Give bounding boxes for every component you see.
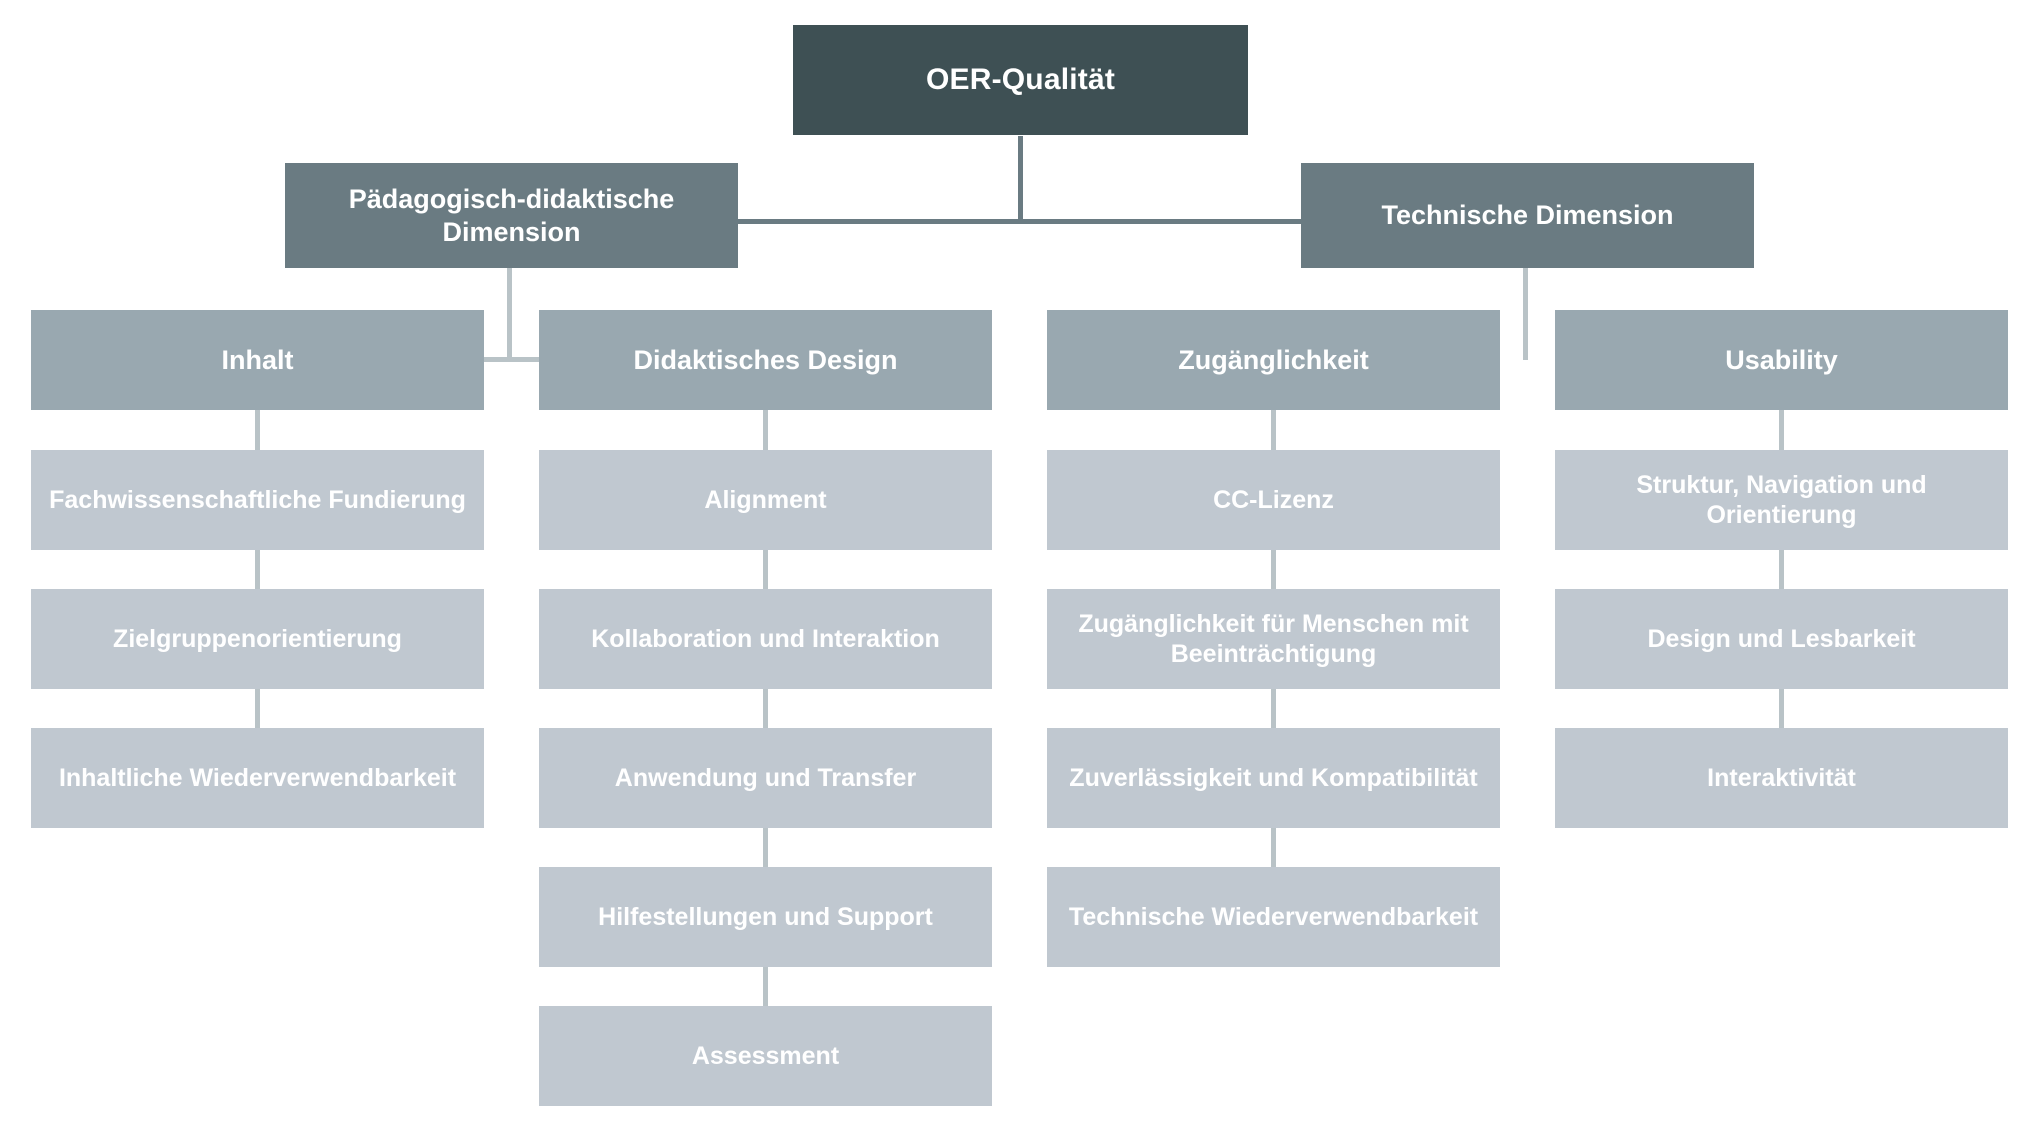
- node-anwendung-und-transfer[interactable]: Anwendung und Transfer: [539, 728, 992, 828]
- node-kollaboration-und-interaktion[interactable]: Kollaboration und Interaktion: [539, 589, 992, 689]
- connector-dimension-bus: [514, 219, 1524, 224]
- node-inhalt[interactable]: Inhalt: [31, 310, 484, 410]
- node-interaktivitaet[interactable]: Interaktivität: [1555, 728, 2008, 828]
- node-hilfestellungen-und-support[interactable]: Hilfestellungen und Support: [539, 867, 992, 967]
- node-zugaenglichkeit[interactable]: Zugänglichkeit: [1047, 310, 1500, 410]
- connector-column-didaktisches-design: [763, 311, 768, 1101]
- node-zugaenglichkeit-fuer-menschen-mit-beeintraechtigung[interactable]: Zugänglichkeit für Menschen mit Beeinträ…: [1047, 589, 1500, 689]
- node-design-und-lesbarkeit[interactable]: Design und Lesbarkeit: [1555, 589, 2008, 689]
- node-fachwissenschaftliche-fundierung[interactable]: Fachwissenschaftliche Fundierung: [31, 450, 484, 550]
- connector-technical-stem: [1523, 205, 1528, 360]
- node-paedagogisch-didaktische-dimension[interactable]: Pädagogisch-didaktische Dimension: [285, 163, 738, 268]
- connector-pedagogic-stem: [507, 205, 512, 360]
- node-inhaltliche-wiederverwendbarkeit[interactable]: Inhaltliche Wiederverwendbarkeit: [31, 728, 484, 828]
- node-zuverlaessigkeit-und-kompatibilitaet[interactable]: Zuverlässigkeit und Kompatibilität: [1047, 728, 1500, 828]
- connector-root-stem: [1018, 136, 1023, 222]
- node-struktur-navigation-und-orientierung[interactable]: Struktur, Navigation und Orientierung: [1555, 450, 2008, 550]
- node-technische-dimension[interactable]: Technische Dimension: [1301, 163, 1754, 268]
- connector-pedagogic-category-bus: [364, 357, 654, 362]
- node-cc-lizenz[interactable]: CC-Lizenz: [1047, 450, 1500, 550]
- node-usability[interactable]: Usability: [1555, 310, 2008, 410]
- node-oer-qualitaet[interactable]: OER-Qualität: [793, 25, 1248, 135]
- node-didaktisches-design[interactable]: Didaktisches Design: [539, 310, 992, 410]
- node-zielgruppenorientierung[interactable]: Zielgruppenorientierung: [31, 589, 484, 689]
- node-assessment[interactable]: Assessment: [539, 1006, 992, 1106]
- node-alignment[interactable]: Alignment: [539, 450, 992, 550]
- node-technische-wiederverwendbarkeit[interactable]: Technische Wiederverwendbarkeit: [1047, 867, 1500, 967]
- connector-column-inhalt: [255, 311, 260, 821]
- connector-column-usability: [1779, 311, 1784, 821]
